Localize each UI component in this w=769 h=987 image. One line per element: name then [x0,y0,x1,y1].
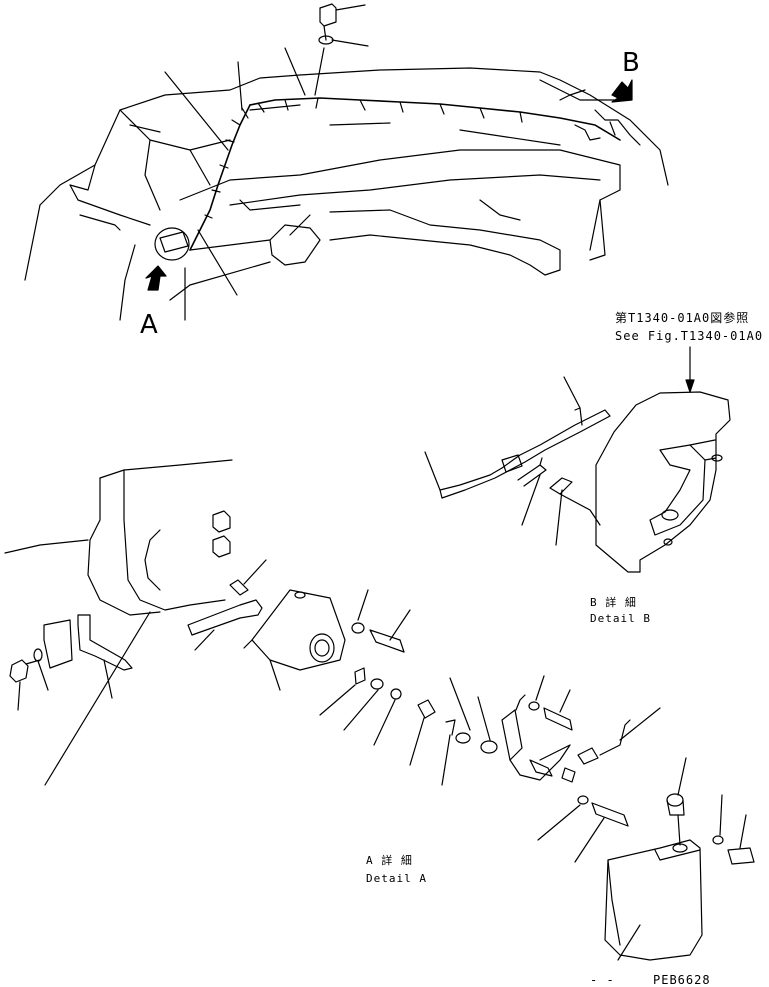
drawing-number: PEB6628 [653,973,711,987]
callout-b-label: B [622,48,640,78]
detail-b-title-en: Detail B [590,612,651,625]
detail-a-title-en: Detail A [366,872,427,885]
detail-a-drawing [4,459,755,961]
machine-overview [24,3,669,321]
detail-b-title-jp: B 詳 細 [590,596,637,609]
callout-a-label: A [140,310,158,340]
detail-b-drawing [424,376,731,573]
reference-en: See Fig.T1340-01A0 [615,329,764,343]
footer-dashes: - - [590,973,615,987]
reference-jp: 第T1340-01A0図参照 [615,311,750,325]
detail-a-title-jp: A 詳 細 [366,854,413,867]
